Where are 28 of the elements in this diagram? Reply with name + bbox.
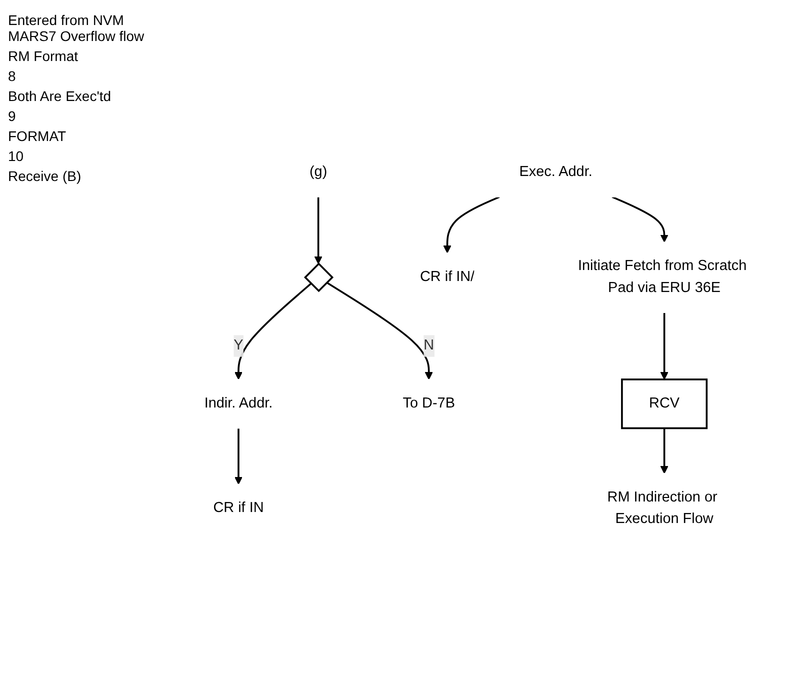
note-text: Receive (B) [8,168,82,184]
node-text: Initiate Fetch from Scratch Pad via ERU 36E [578,258,747,296]
arrow [612,196,668,242]
edge-label: Y [234,338,244,354]
arrow [234,428,242,485]
arrow [660,312,668,380]
note-text: 10 [8,148,25,164]
edge-label: N [424,338,434,354]
node-text: CR if IN [213,500,264,516]
note-text: 8 [8,68,17,84]
node-text: Exec. Addr. [519,164,592,180]
node-text: (g) [309,164,328,180]
node-text: CR if IN/ [420,269,475,285]
note-text: RM Format [8,48,79,64]
note-text: Both Are Exec'td [8,88,112,104]
note-text: Entered from NVM MARS7 Overflow flow [8,12,146,44]
node-box: RCV [621,378,708,430]
note-text: FORMAT [8,128,68,144]
arrow [443,196,500,254]
arrow [234,282,312,380]
node-text: RM Indirection or Execution Flow [607,490,718,527]
arrow [660,428,668,474]
arrow [326,282,433,380]
node-text: Indir. Addr. [204,396,273,412]
note-text: 9 [8,108,17,124]
node-text: To D-7B [402,396,455,412]
arrow [314,196,322,264]
node-diamond [304,262,334,292]
